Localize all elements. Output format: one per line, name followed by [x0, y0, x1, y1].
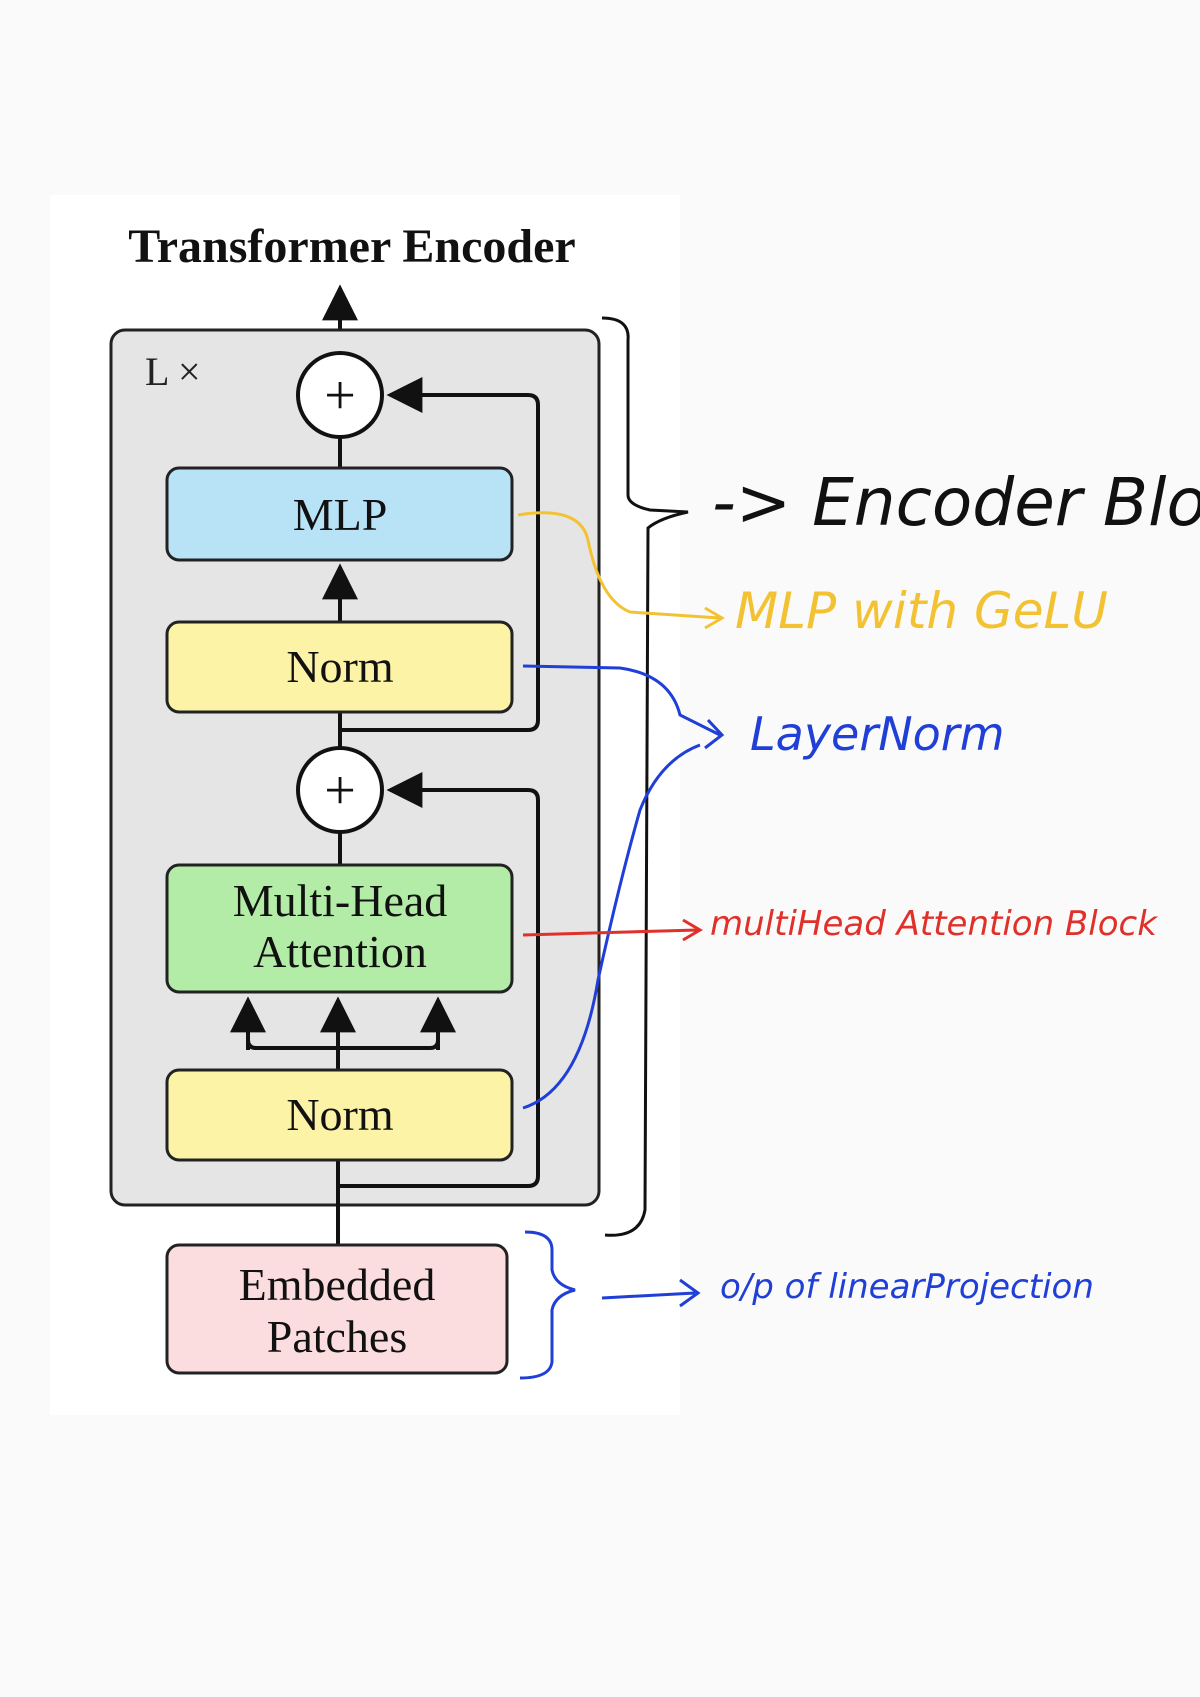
- residual-path-lower: [338, 772, 540, 1188]
- mha-block: [165, 863, 514, 994]
- mlp-block: [165, 466, 514, 562]
- annotation-layer-norm: LayerNorm: [750, 707, 1005, 761]
- repeat-label: L ×: [145, 349, 201, 394]
- proj-annotation-arrow: [601, 1278, 701, 1308]
- mha-label-line2: Attention: [253, 926, 427, 977]
- proj-bracket: [519, 1230, 576, 1380]
- norm-bottom-label: Norm: [286, 1089, 394, 1140]
- embed-label-line2: Patches: [267, 1311, 408, 1362]
- annotation-linear-projection: o/p of linearProjection: [720, 1267, 1094, 1307]
- annotation-encoder-block: -> Encoder Block: [712, 464, 1200, 541]
- annotation-mlp-gelu: MLP with GeLU: [735, 582, 1108, 640]
- mha-annotation-arrow: [522, 918, 703, 942]
- norm-block-bottom: [165, 1068, 514, 1162]
- encoder-bracket: [601, 316, 689, 1237]
- mha-label-line1: Multi-Head: [233, 875, 448, 926]
- mlp-label: MLP: [293, 489, 388, 540]
- norm-top-label: Norm: [286, 641, 394, 692]
- add-node-top: [296, 351, 384, 439]
- mlp-annotation-arrow: [517, 511, 725, 630]
- embedded-patches-block: [165, 1243, 509, 1375]
- embed-label-line1: Embedded: [239, 1259, 436, 1310]
- add-node-bottom: [296, 746, 384, 834]
- diagram-title: Transformer Encoder: [128, 220, 575, 273]
- add-node-bottom-symbol: +: [324, 760, 356, 822]
- add-node-top-symbol: +: [324, 365, 356, 427]
- layernorm-arrow-bottom: [522, 743, 701, 1110]
- layernorm-arrow-top: [522, 664, 725, 750]
- annotation-mha-block: multiHead Attention Block: [710, 904, 1158, 944]
- residual-path-upper: [340, 377, 540, 732]
- norm-block-top: [165, 620, 514, 714]
